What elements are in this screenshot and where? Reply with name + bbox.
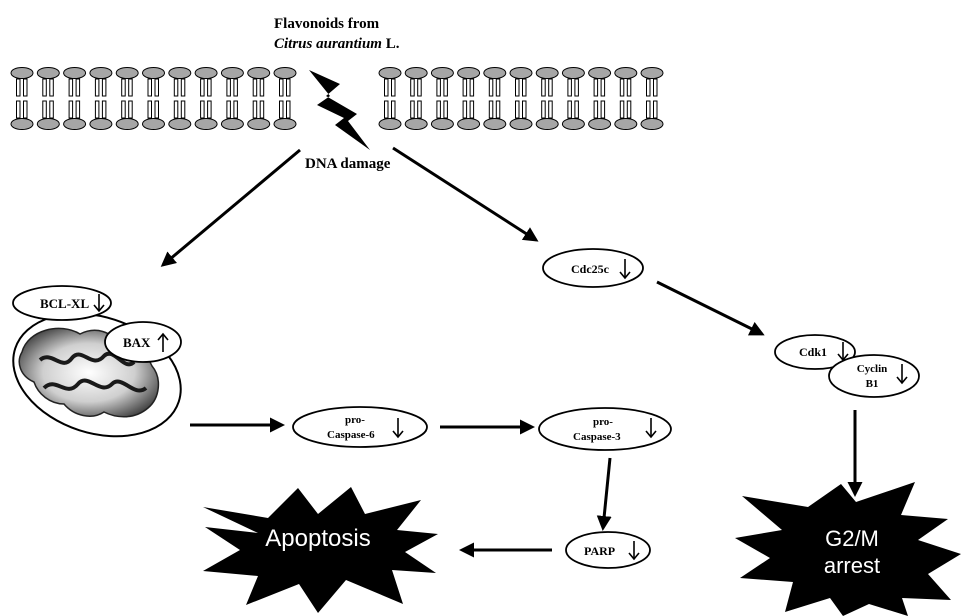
- bcl-xl-label: BCL-XL: [40, 296, 89, 311]
- phospholipid: [220, 67, 244, 130]
- parp-label: PARP: [584, 544, 615, 558]
- cdk1-node: Cdk1: [774, 334, 856, 370]
- phospholipid: [168, 67, 192, 130]
- g2m-arrest-burst: G2/M arrest: [735, 482, 961, 616]
- pro-caspase-6-node: pro- Caspase-6: [292, 406, 428, 448]
- pro-caspase-6-label-line-1: pro-: [345, 414, 365, 426]
- phospholipid: [89, 67, 113, 130]
- arrow-dna-to-cdc25c: [392, 146, 539, 242]
- pro-caspase-3-node: pro- Caspase-3: [538, 407, 672, 451]
- cyclin-b1-label-line-2: B1: [866, 378, 879, 390]
- phospholipid: [273, 67, 297, 130]
- phospholipid: [457, 67, 481, 130]
- bax-label: BAX: [123, 335, 151, 350]
- phospholipid: [247, 67, 271, 130]
- cyclin-b1-node: Cyclin B1: [828, 354, 920, 398]
- title-line-2: Citrus aurantium L.: [274, 36, 400, 52]
- arrow-cdc25c-to-cdk1: [656, 280, 765, 336]
- phospholipid: [142, 67, 165, 130]
- down-arrow-icon: [619, 259, 631, 280]
- phospholipid: [614, 67, 638, 130]
- dna-damage-label: DNA damage: [305, 156, 391, 172]
- arrow-caspase3-to-parp: [596, 457, 612, 531]
- apoptosis-burst: Apoptosis: [203, 487, 438, 613]
- apoptosis-label: Apoptosis: [265, 525, 370, 552]
- phospholipid: [378, 67, 402, 130]
- phospholipid: [10, 67, 34, 130]
- phospholipid: [588, 67, 612, 130]
- title-line-1: Flavonoids from: [274, 16, 380, 32]
- pro-caspase-3-label-line-1: pro-: [593, 416, 613, 428]
- pro-caspase-3-label-line-2: Caspase-3: [573, 431, 621, 443]
- cyclin-b1-label-line-1: Cyclin: [857, 363, 888, 375]
- g2m-label-line-1: G2/M: [825, 526, 879, 551]
- lightning-bolt-icon: [309, 70, 370, 150]
- down-arrow-icon: [628, 541, 640, 561]
- bax-node: BAX: [104, 321, 182, 363]
- phospholipid: [115, 67, 139, 130]
- bcl-xl-node: BCL-XL: [12, 285, 112, 321]
- phospholipid: [535, 67, 559, 130]
- phospholipid: [640, 67, 664, 130]
- cell-membrane-left: [10, 67, 297, 130]
- down-arrow-icon: [93, 294, 105, 313]
- mitochondrion: [12, 312, 182, 438]
- parp-node: PARP: [565, 531, 651, 569]
- phospholipid: [36, 67, 60, 130]
- phospholipid: [404, 67, 428, 130]
- phospholipid: [194, 67, 218, 130]
- up-arrow-icon: [157, 332, 169, 352]
- down-arrow-icon: [896, 364, 908, 385]
- cdk1-label: Cdk1: [799, 345, 827, 359]
- down-arrow-icon: [645, 418, 657, 439]
- phospholipid: [430, 67, 454, 130]
- down-arrow-icon: [392, 418, 404, 439]
- arrow-dna-to-mitochondria: [160, 148, 301, 267]
- phospholipid: [561, 67, 585, 130]
- phospholipid: [483, 67, 507, 130]
- phospholipid: [509, 67, 533, 130]
- pro-caspase-6-label-line-2: Caspase-6: [327, 429, 375, 441]
- cell-membrane-right: [378, 67, 664, 130]
- cdc25c-label: Cdc25c: [571, 262, 610, 276]
- cdc25c-node: Cdc25c: [542, 248, 644, 288]
- g2m-label-line-2: arrest: [824, 553, 880, 578]
- phospholipid: [63, 67, 87, 130]
